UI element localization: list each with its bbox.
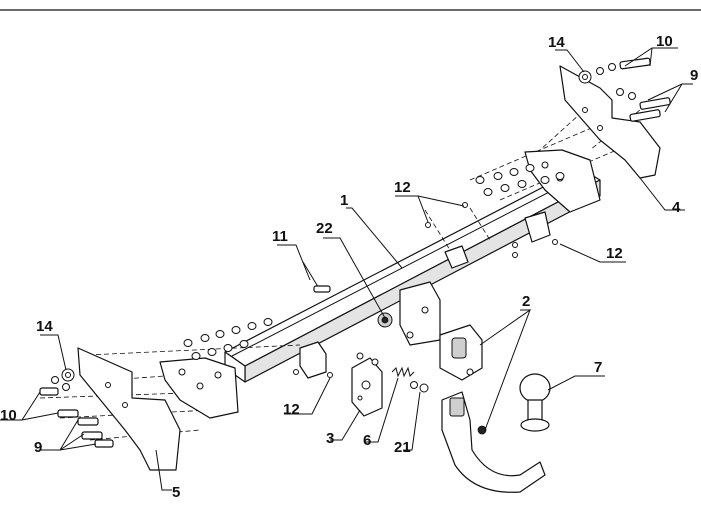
clip-12-right — [512, 211, 558, 258]
right-bolts — [578, 57, 671, 122]
ball-mount-housing — [439, 324, 483, 381]
label-part-4: 4 — [672, 199, 681, 216]
label-part-10-right: 10 — [656, 33, 673, 50]
right-nut-cluster — [475, 164, 565, 196]
clip-12-lower — [293, 341, 333, 379]
left-bolts — [39, 368, 114, 448]
label-part-1: 1 — [340, 192, 348, 209]
socket-plate — [351, 357, 383, 417]
tow-ball — [519, 373, 551, 432]
label-part-21: 21 — [394, 439, 411, 456]
spring — [356, 352, 415, 378]
label-part-22: 22 — [316, 220, 333, 237]
leader-lines — [0, 47, 693, 491]
part-labels: 1 22 11 12 12 12 2 7 3 6 21 4 5 14 10 9 … — [0, 33, 698, 501]
clip-12-upper — [425, 202, 469, 269]
label-part-7: 7 — [594, 359, 602, 376]
label-part-12-lower: 12 — [283, 401, 300, 418]
label-part-12-right: 12 — [606, 245, 623, 262]
label-part-12-upper: 12 — [394, 179, 411, 196]
left-nut-cluster — [183, 318, 273, 360]
bolt-11 — [302, 261, 331, 293]
left-side-bracket — [77, 347, 239, 471]
label-part-14-left: 14 — [36, 318, 53, 335]
label-part-11: 11 — [272, 228, 288, 245]
label-part-10-left: 10 — [0, 407, 17, 424]
crossbar-beam — [224, 167, 601, 383]
label-part-6: 6 — [363, 432, 371, 449]
label-part-14-right: 14 — [548, 34, 565, 51]
tow-arm — [441, 391, 546, 493]
label-part-5: 5 — [172, 484, 180, 501]
label-part-3: 3 — [326, 430, 334, 447]
washer-21 — [410, 381, 429, 393]
right-side-bracket — [524, 65, 661, 213]
label-part-2: 2 — [522, 293, 530, 310]
label-part-9-left: 9 — [34, 439, 42, 456]
label-part-9-right: 9 — [690, 67, 698, 84]
